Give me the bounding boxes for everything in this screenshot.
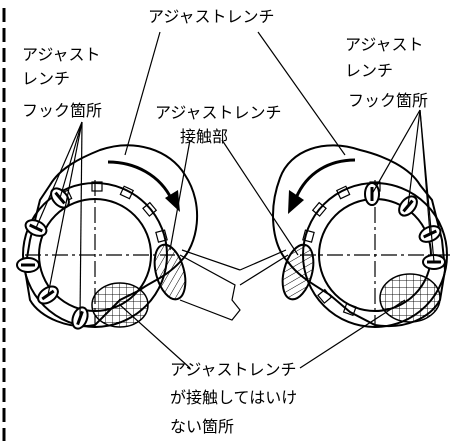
left-hook-slots [16, 187, 89, 330]
label-bottom-line2: が接触してはいけ [170, 388, 297, 407]
left-wrench-body [23, 144, 199, 328]
right-contact-part [281, 243, 315, 301]
left-rotation-arrowhead [165, 190, 180, 212]
label-contact-line2: 接触部 [180, 127, 228, 146]
label-top-center: アジャストレンチ [148, 7, 275, 26]
left-serration [57, 181, 168, 243]
label-right-line2: レンチ [345, 61, 393, 80]
label-left-line1: アジャスト [22, 45, 101, 64]
label-bottom-line3: ない箇所 [170, 417, 234, 436]
left-rotation-arrow [107, 160, 174, 201]
left-assembly [16, 144, 241, 330]
right-wrench-handle [239, 249, 289, 286]
label-right-line1: アジャスト [345, 35, 424, 54]
right-wrench-body [272, 144, 447, 328]
right-no-contact-zone [379, 273, 441, 323]
right-rotation-arrowhead [288, 190, 304, 214]
label-bottom-line1: アジャストレンチ [170, 360, 297, 379]
label-right-line3: フック箇所 [348, 91, 428, 110]
left-wrench-handle [179, 249, 241, 321]
label-contact-line1: アジャストレンチ [155, 103, 282, 122]
right-assembly [239, 144, 450, 328]
leader-lines [35, 31, 435, 369]
right-rotation-arrow [294, 158, 356, 199]
left-contact-part [153, 243, 187, 301]
label-left-line2: レンチ [22, 69, 70, 88]
label-left-line3: フック箇所 [22, 101, 102, 120]
right-serration [302, 181, 381, 317]
